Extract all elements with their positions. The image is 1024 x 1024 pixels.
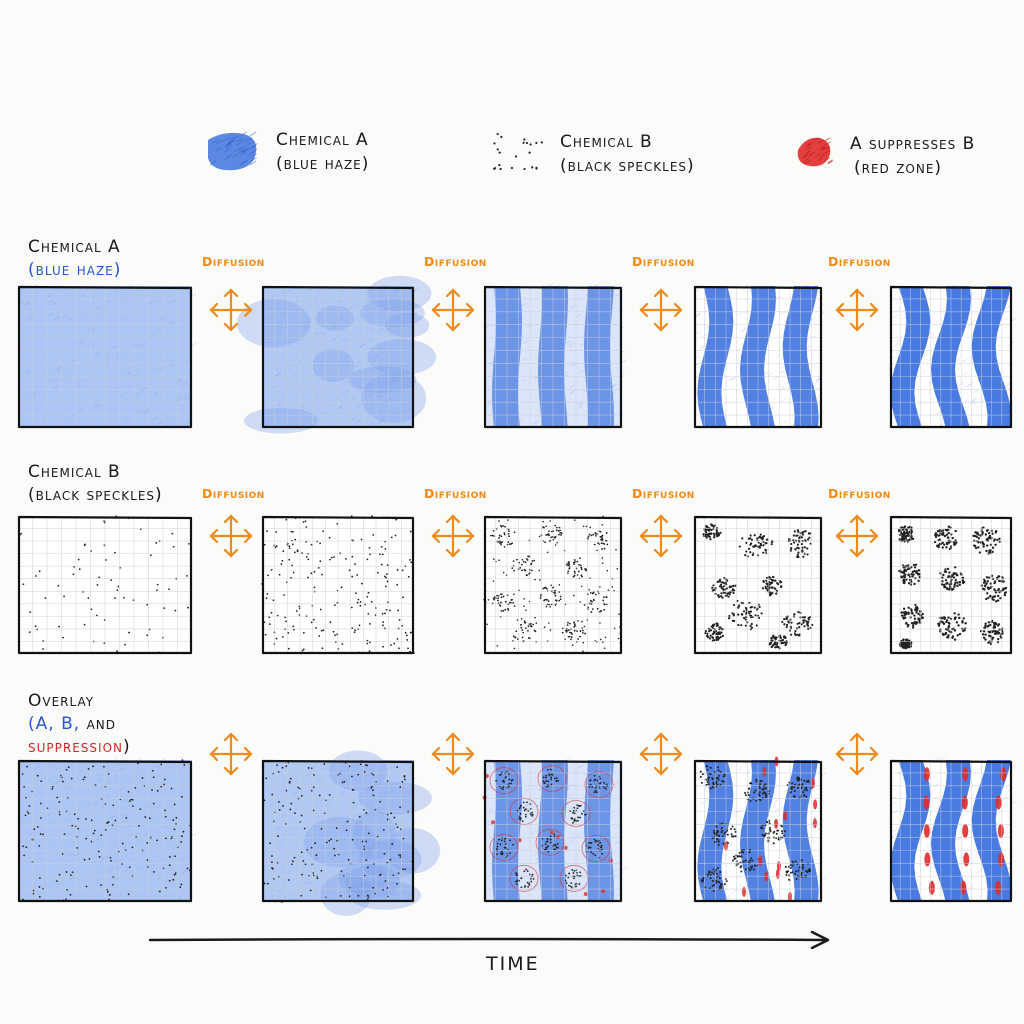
- panel-b-step-5: [889, 515, 1013, 655]
- legend-item-chemical-a: Chemical A (blue haze): [276, 128, 369, 176]
- panel-b-step-4: [693, 515, 823, 655]
- panel-b-step-3: [483, 515, 623, 655]
- diffusion-arrows-icon: [208, 286, 254, 334]
- panel-b-step-1: [17, 515, 193, 655]
- diffusion-label: Diffusion: [424, 254, 487, 269]
- overlay-b: B,: [61, 714, 87, 734]
- legend-sublabel: (black speckles): [560, 156, 695, 176]
- panel-a-step-5: [889, 284, 1017, 429]
- panel-overlay-step-5: [889, 756, 1017, 903]
- row-label-overlay: Overlay (A, B, and suppression): [28, 690, 131, 759]
- diffusion-arrows-icon: [638, 286, 684, 334]
- diffusion-arrows-icon: [430, 512, 476, 560]
- legend-item-suppression: A suppresses B (red zone): [850, 132, 975, 180]
- diffusion-label: Diffusion: [632, 486, 695, 501]
- diffusion-arrows-icon: [638, 512, 684, 560]
- diffusion-label: Diffusion: [202, 486, 265, 501]
- row-subtitle: (black speckles): [28, 485, 163, 505]
- diffusion-label: Diffusion: [828, 254, 891, 269]
- time-label: TIME: [486, 953, 540, 975]
- overlay-and: and: [86, 714, 116, 734]
- time-arrow: [148, 928, 838, 952]
- row-title: Chemical A: [28, 237, 121, 257]
- diffusion-arrows-icon: [208, 512, 254, 560]
- panel-overlay-step-4: [693, 756, 827, 903]
- legend-label: A suppresses B: [850, 134, 976, 154]
- diffusion-arrows-icon: [430, 286, 476, 334]
- legend-swatch-black-speckles-icon: [490, 130, 546, 176]
- diffusion-arrows-icon: [430, 730, 476, 778]
- legend-label: Chemical A: [276, 130, 369, 150]
- row-subtitle: (A, B, and: [28, 713, 131, 736]
- diffusion-label: Diffusion: [828, 486, 891, 501]
- diffusion-label: Diffusion: [202, 254, 265, 269]
- diffusion-arrows-icon: [834, 730, 880, 778]
- legend-label: Chemical B: [560, 132, 653, 152]
- diffusion-arrows-icon: [208, 730, 254, 778]
- legend-sublabel: (blue haze): [276, 154, 370, 174]
- diffusion-arrows-icon: [834, 286, 880, 334]
- legend-swatch-blue-haze-icon: [204, 128, 260, 174]
- panel-a-step-2: [236, 275, 437, 434]
- diffusion-arrows-icon: [638, 730, 684, 778]
- row-title: Overlay: [28, 691, 95, 711]
- panel-a-step-1: [17, 283, 197, 429]
- diffusion-arrows-icon: [834, 512, 880, 560]
- panel-overlay-step-1: [17, 756, 197, 903]
- panel-a-step-3: [483, 282, 627, 429]
- panel-overlay-step-2: [261, 750, 441, 916]
- panel-overlay-step-3: [482, 756, 628, 903]
- legend-swatch-red-zone-icon: [792, 132, 836, 172]
- panel-a-step-4: [693, 284, 825, 429]
- row-title: Chemical B: [28, 462, 121, 482]
- overlay-a: (A,: [28, 714, 62, 734]
- overlay-suppression: suppression: [28, 737, 123, 757]
- legend-item-chemical-b: Chemical B (black speckles): [560, 130, 695, 178]
- row-subtitle: (blue haze): [28, 260, 122, 280]
- overlay-paren: ): [123, 737, 131, 757]
- legend-sublabel: (red zone): [854, 158, 943, 178]
- row-label-chemical-b: Chemical B (black speckles): [28, 461, 163, 507]
- row-label-chemical-a: Chemical A (blue haze): [28, 236, 121, 282]
- diffusion-label: Diffusion: [424, 486, 487, 501]
- row-subtitle-2: suppression): [28, 736, 131, 759]
- panel-b-step-2: [261, 515, 415, 655]
- diffusion-label: Diffusion: [632, 254, 695, 269]
